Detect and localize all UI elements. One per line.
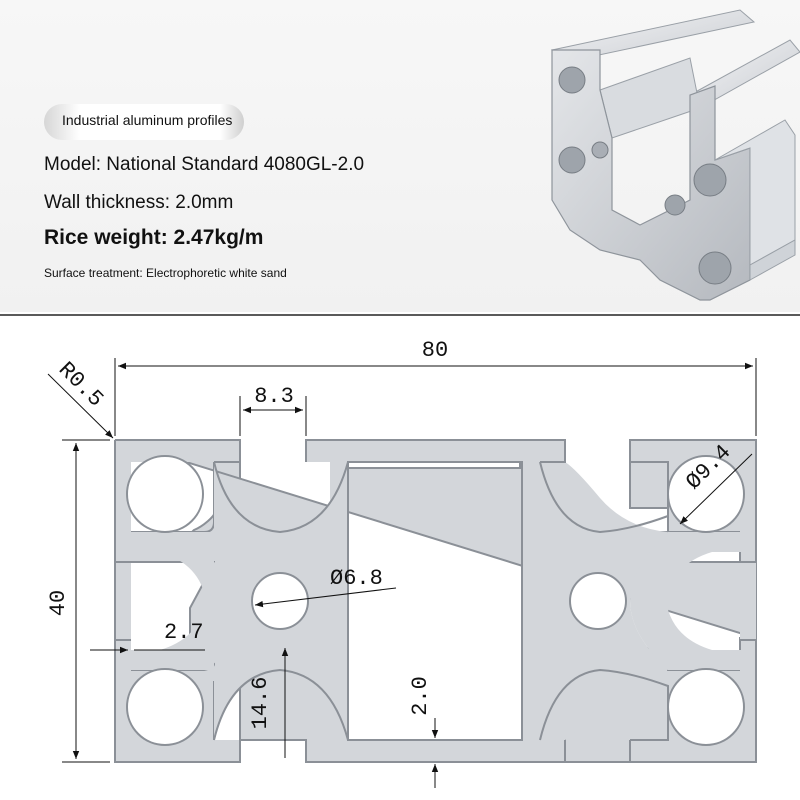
category-badge-label: Industrial aluminum profiles xyxy=(62,112,233,128)
cross-section-drawing: 80 40 8.3 R0.5 Ø9.4 Ø6.8 2.7 14.6 2.0 xyxy=(46,338,757,788)
small-hole-diameter-label: Ø6.8 xyxy=(330,566,383,591)
wall-thickness-label: 2.0 xyxy=(408,676,433,716)
height-dimension-label: 40 xyxy=(46,590,71,616)
profile-3d-image xyxy=(550,9,800,301)
surface-treatment-spec: Surface treatment: Electrophoretic white… xyxy=(44,266,287,280)
small-hole-right xyxy=(569,572,627,630)
corner-radius-label: R0.5 xyxy=(53,357,108,412)
wall-thickness-spec: Wall thickness: 2.0mm xyxy=(44,192,234,213)
large-hole-bottom-left xyxy=(126,668,204,746)
category-badge xyxy=(44,104,244,140)
section-divider xyxy=(0,314,800,316)
large-hole-top-right xyxy=(667,455,745,533)
model-spec: Model: National Standard 4080GL-2.0 xyxy=(44,154,365,175)
large-hole-bottom-right xyxy=(667,668,745,746)
profile-silhouette xyxy=(114,439,757,763)
width-dimension-label: 80 xyxy=(422,338,448,363)
slot-width-dimension-label: 8.3 xyxy=(254,384,294,409)
large-hole-top-left xyxy=(126,455,204,533)
lip-thickness-label: 2.7 xyxy=(164,620,204,645)
weight-spec: Rice weight: 2.47kg/m xyxy=(44,226,264,249)
slot-depth-label: 14.6 xyxy=(248,677,273,730)
small-hole-left xyxy=(251,572,309,630)
